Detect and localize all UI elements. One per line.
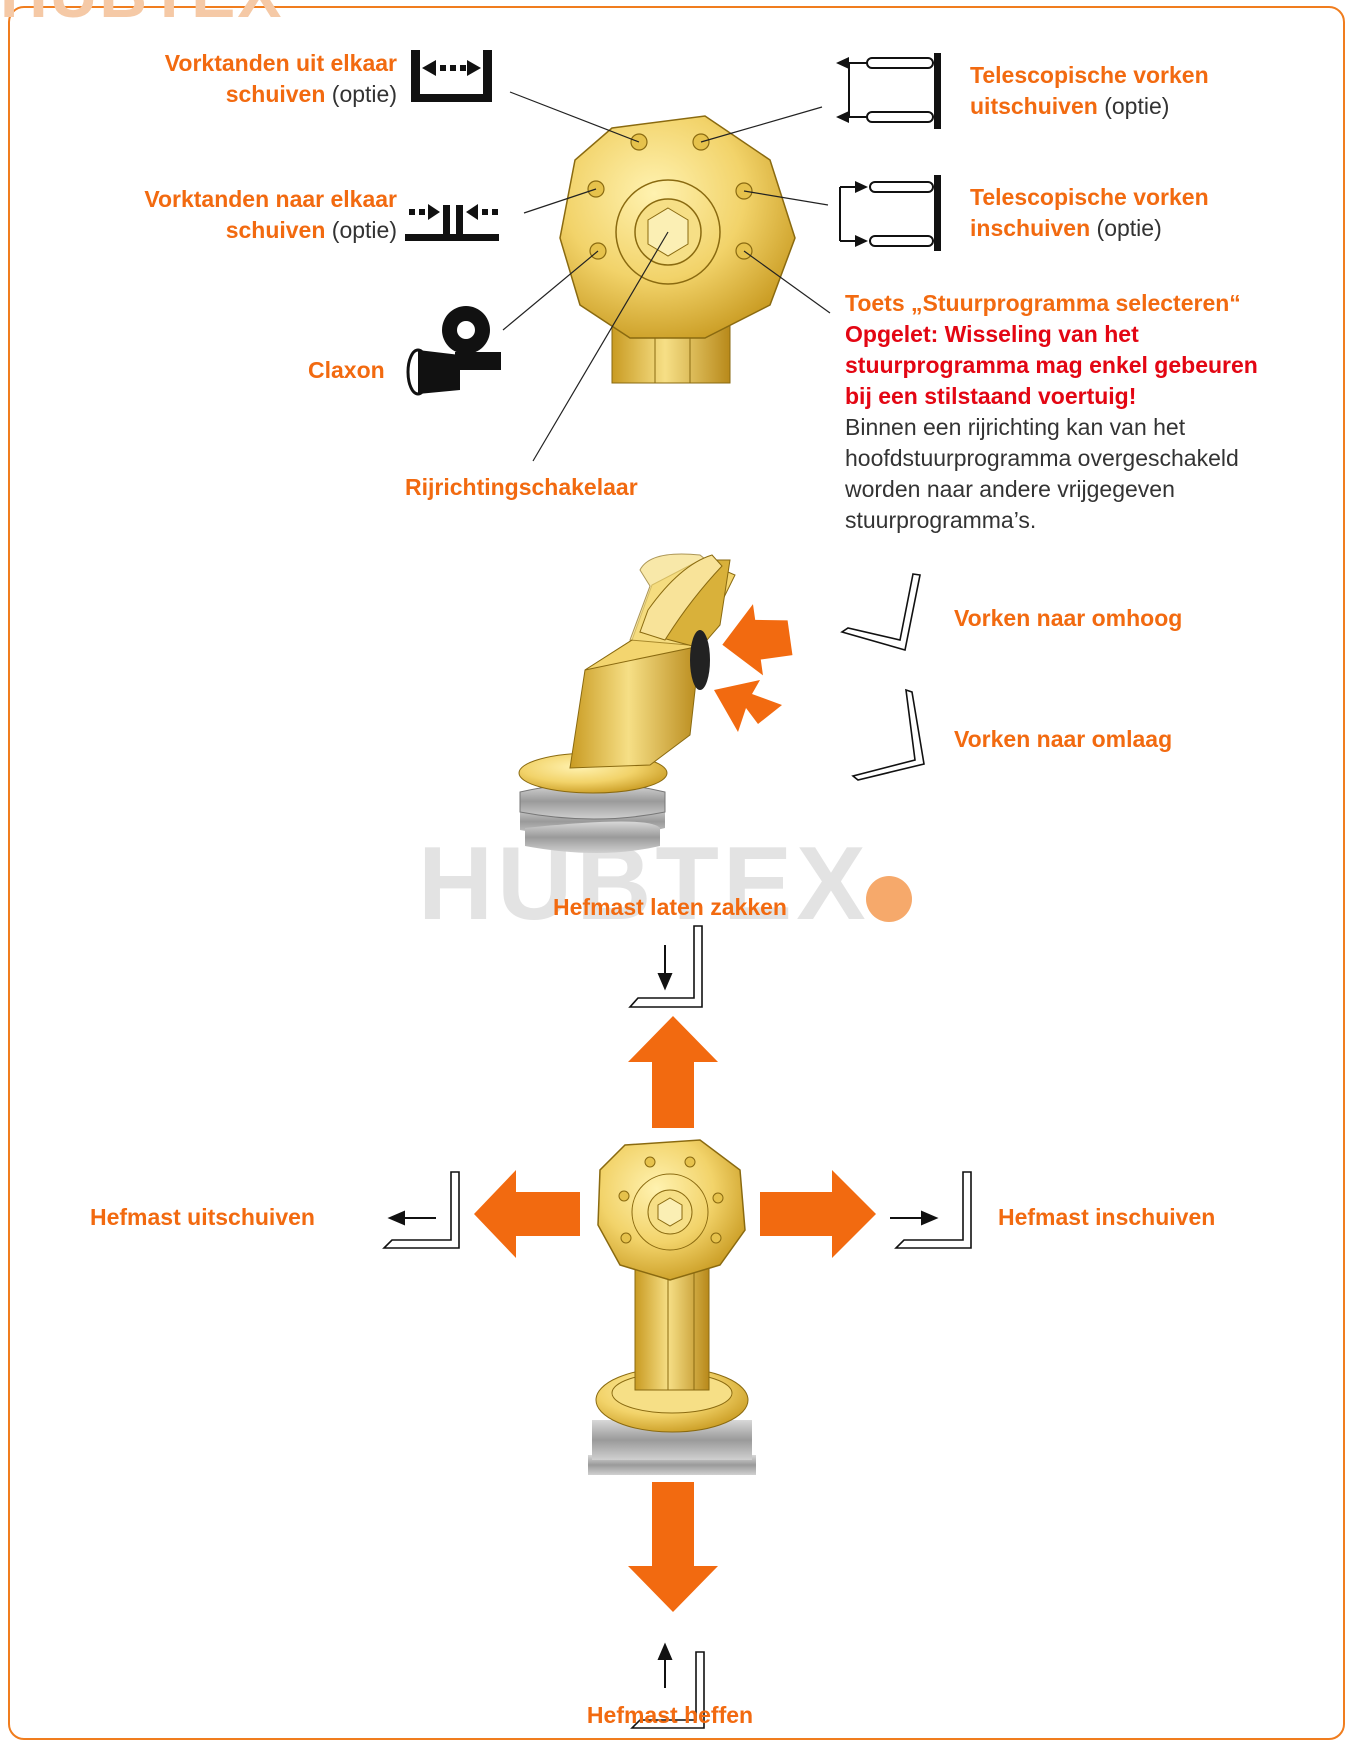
mast-small-arrows	[387, 945, 939, 1688]
label-vorktanden-uit: Vorktanden uit elkaar schuiven (optie)	[164, 50, 397, 107]
telescopic-forks-in-icon	[839, 175, 941, 251]
arrow-right	[760, 1170, 876, 1258]
arrow-up	[628, 1016, 718, 1128]
label-claxon: Claxon	[308, 357, 385, 383]
page-frame	[8, 6, 1345, 1740]
forks-apart-icon	[411, 50, 492, 102]
label-vorktanden-naar: Vorktanden naar elkaar schuiven (optie)	[144, 186, 397, 243]
mast-profile-icons	[382, 925, 972, 1729]
label-hefmast-uit: Hefmast uitschuiven	[90, 1204, 315, 1230]
leader-lines-top	[502, 91, 831, 462]
joystick-front-view	[588, 1139, 756, 1475]
arrow-down	[628, 1482, 718, 1612]
label-hefmast-zakken: Hefmast laten zakken	[553, 894, 787, 920]
telescopic-forks-out-icon	[836, 53, 941, 129]
label-rijrichtingschakelaar: Rijrichtingschakelaar	[405, 474, 638, 500]
fork-profile-icons	[840, 573, 925, 781]
forks-together-icon	[405, 204, 499, 241]
joystick-side-view	[518, 553, 736, 853]
watermark-dot	[866, 876, 912, 922]
arrow-left	[474, 1170, 580, 1258]
label-hefmast-heffen: Hefmast heffen	[586, 1702, 754, 1728]
label-vorken-omlaag: Vorken naar omlaag	[954, 726, 1173, 752]
label-telescopisch-in: Telescopische vorken inschuiven (optie)	[970, 184, 1209, 241]
label-telescopisch-uit: Telescopische vorken uitschuiven (optie)	[970, 62, 1209, 119]
label-hefmast-in: Hefmast inschuiven	[998, 1204, 1216, 1230]
header-brand-logo: HUBTEX	[0, 0, 283, 32]
direction-arrows	[474, 1016, 876, 1612]
label-stuurprogramma: Toets „Stuurprogramma selecteren“ Opgele…	[845, 290, 1258, 533]
side-arrows	[714, 604, 793, 732]
horn-icon	[406, 306, 501, 396]
joystick-top-view	[559, 115, 796, 384]
label-vorken-omhoog: Vorken naar omhoog	[954, 605, 1183, 631]
